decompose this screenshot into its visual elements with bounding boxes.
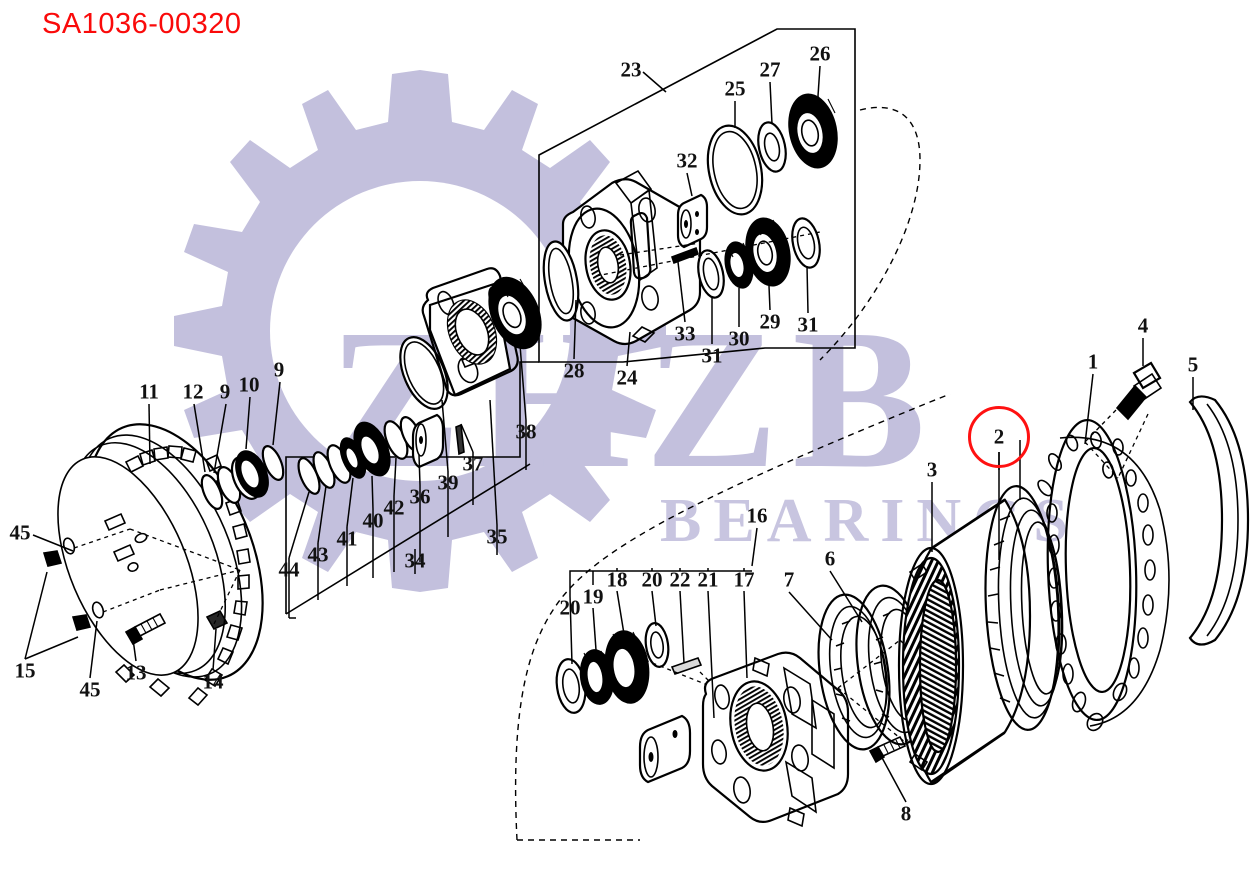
callout-41[interactable]: 41 <box>336 526 358 551</box>
bolt-4 <box>1084 361 1163 479</box>
callout-11[interactable]: 11 <box>139 379 159 404</box>
callout-12[interactable]: 12 <box>182 379 204 404</box>
pin-14 <box>205 609 229 631</box>
callout-43[interactable]: 43 <box>307 542 329 567</box>
callout-33[interactable]: 33 <box>674 321 696 346</box>
callout-8[interactable]: 8 <box>900 801 912 826</box>
callout-1[interactable]: 1 <box>1087 349 1099 374</box>
callout-5[interactable]: 5 <box>1187 352 1199 377</box>
planet-carrier-17 <box>701 651 850 828</box>
callout-31[interactable]: 31 <box>797 312 819 337</box>
callout-35[interactable]: 35 <box>486 524 508 549</box>
callout-29[interactable]: 29 <box>759 309 781 334</box>
sun-gear-38 <box>488 276 542 350</box>
washer-27 <box>757 121 787 173</box>
seal-rings-12-9-10-9 <box>200 445 285 510</box>
nuts-and-washers-15-45 <box>42 528 241 631</box>
callout-36[interactable]: 36 <box>409 484 431 509</box>
callout-15[interactable]: 15 <box>14 658 36 683</box>
callout-20b[interactable]: 20 <box>559 595 581 620</box>
ring-gear-3 <box>897 498 1032 786</box>
callout-25[interactable]: 25 <box>724 76 746 101</box>
callout-42[interactable]: 42 <box>383 495 405 520</box>
leader-lines <box>24 65 1194 803</box>
o-ring-25 <box>706 124 764 216</box>
part-code-title: SA1036-00320 <box>42 8 242 40</box>
callout-37[interactable]: 37 <box>462 451 484 476</box>
dowel-32 <box>676 193 709 249</box>
callout-28[interactable]: 28 <box>563 358 585 383</box>
planet-gear-stack-18-22 <box>555 622 703 714</box>
hub-drum-assembly-11 <box>57 423 264 707</box>
callout-38[interactable]: 38 <box>515 419 537 444</box>
bolt-8 <box>868 735 907 764</box>
callout-34[interactable]: 34 <box>404 548 426 573</box>
callout-24[interactable]: 24 <box>616 365 638 390</box>
callout-17[interactable]: 17 <box>733 567 755 592</box>
callout-22[interactable]: 22 <box>669 567 691 592</box>
callout-45b[interactable]: 45 <box>79 677 101 702</box>
callout-21[interactable]: 21 <box>697 567 719 592</box>
callout-26[interactable]: 26 <box>809 41 831 66</box>
mounting-flange-1 <box>1037 418 1170 732</box>
callout-31b[interactable]: 31 <box>701 343 723 368</box>
thrust-washer-31-lower <box>697 249 725 299</box>
callout-9[interactable]: 9 <box>273 357 285 382</box>
group-box-38 <box>285 361 539 615</box>
callout-16[interactable]: 16 <box>746 503 768 528</box>
callout-7[interactable]: 7 <box>783 567 795 592</box>
bearing-7 <box>817 593 891 751</box>
bearing-stack-34-44 <box>297 413 465 495</box>
bolt-13 <box>124 612 167 646</box>
callout-39[interactable]: 39 <box>437 470 459 495</box>
sun-gear-26 <box>788 93 838 169</box>
callout-3[interactable]: 3 <box>926 457 938 482</box>
group-box-23 <box>538 28 856 363</box>
planet-gear-29 <box>745 217 791 287</box>
callout-10[interactable]: 10 <box>238 372 260 397</box>
callout-45[interactable]: 45 <box>9 520 31 545</box>
callout-18[interactable]: 18 <box>606 567 628 592</box>
group-dashed-boundary <box>514 106 951 841</box>
callout-30[interactable]: 30 <box>728 326 750 351</box>
callout-40[interactable]: 40 <box>362 508 384 533</box>
callout-9b[interactable]: 9 <box>219 379 231 404</box>
callout-4[interactable]: 4 <box>1137 313 1149 338</box>
callout-23[interactable]: 23 <box>620 57 642 82</box>
seal-ring-28 <box>542 240 580 322</box>
callout-44[interactable]: 44 <box>278 557 300 582</box>
callout-2[interactable]: 2 <box>993 424 1005 449</box>
callout-20[interactable]: 20 <box>641 567 663 592</box>
dowel-21 <box>638 714 692 784</box>
callout-13[interactable]: 13 <box>125 660 147 685</box>
callout-27[interactable]: 27 <box>759 57 781 82</box>
callout-32[interactable]: 32 <box>676 148 698 173</box>
thrust-washer-31-right <box>791 217 821 269</box>
callout-14[interactable]: 14 <box>202 669 224 694</box>
callout-6[interactable]: 6 <box>824 546 836 571</box>
seal-ring-5 <box>1188 395 1250 646</box>
callout-19[interactable]: 19 <box>582 584 604 609</box>
